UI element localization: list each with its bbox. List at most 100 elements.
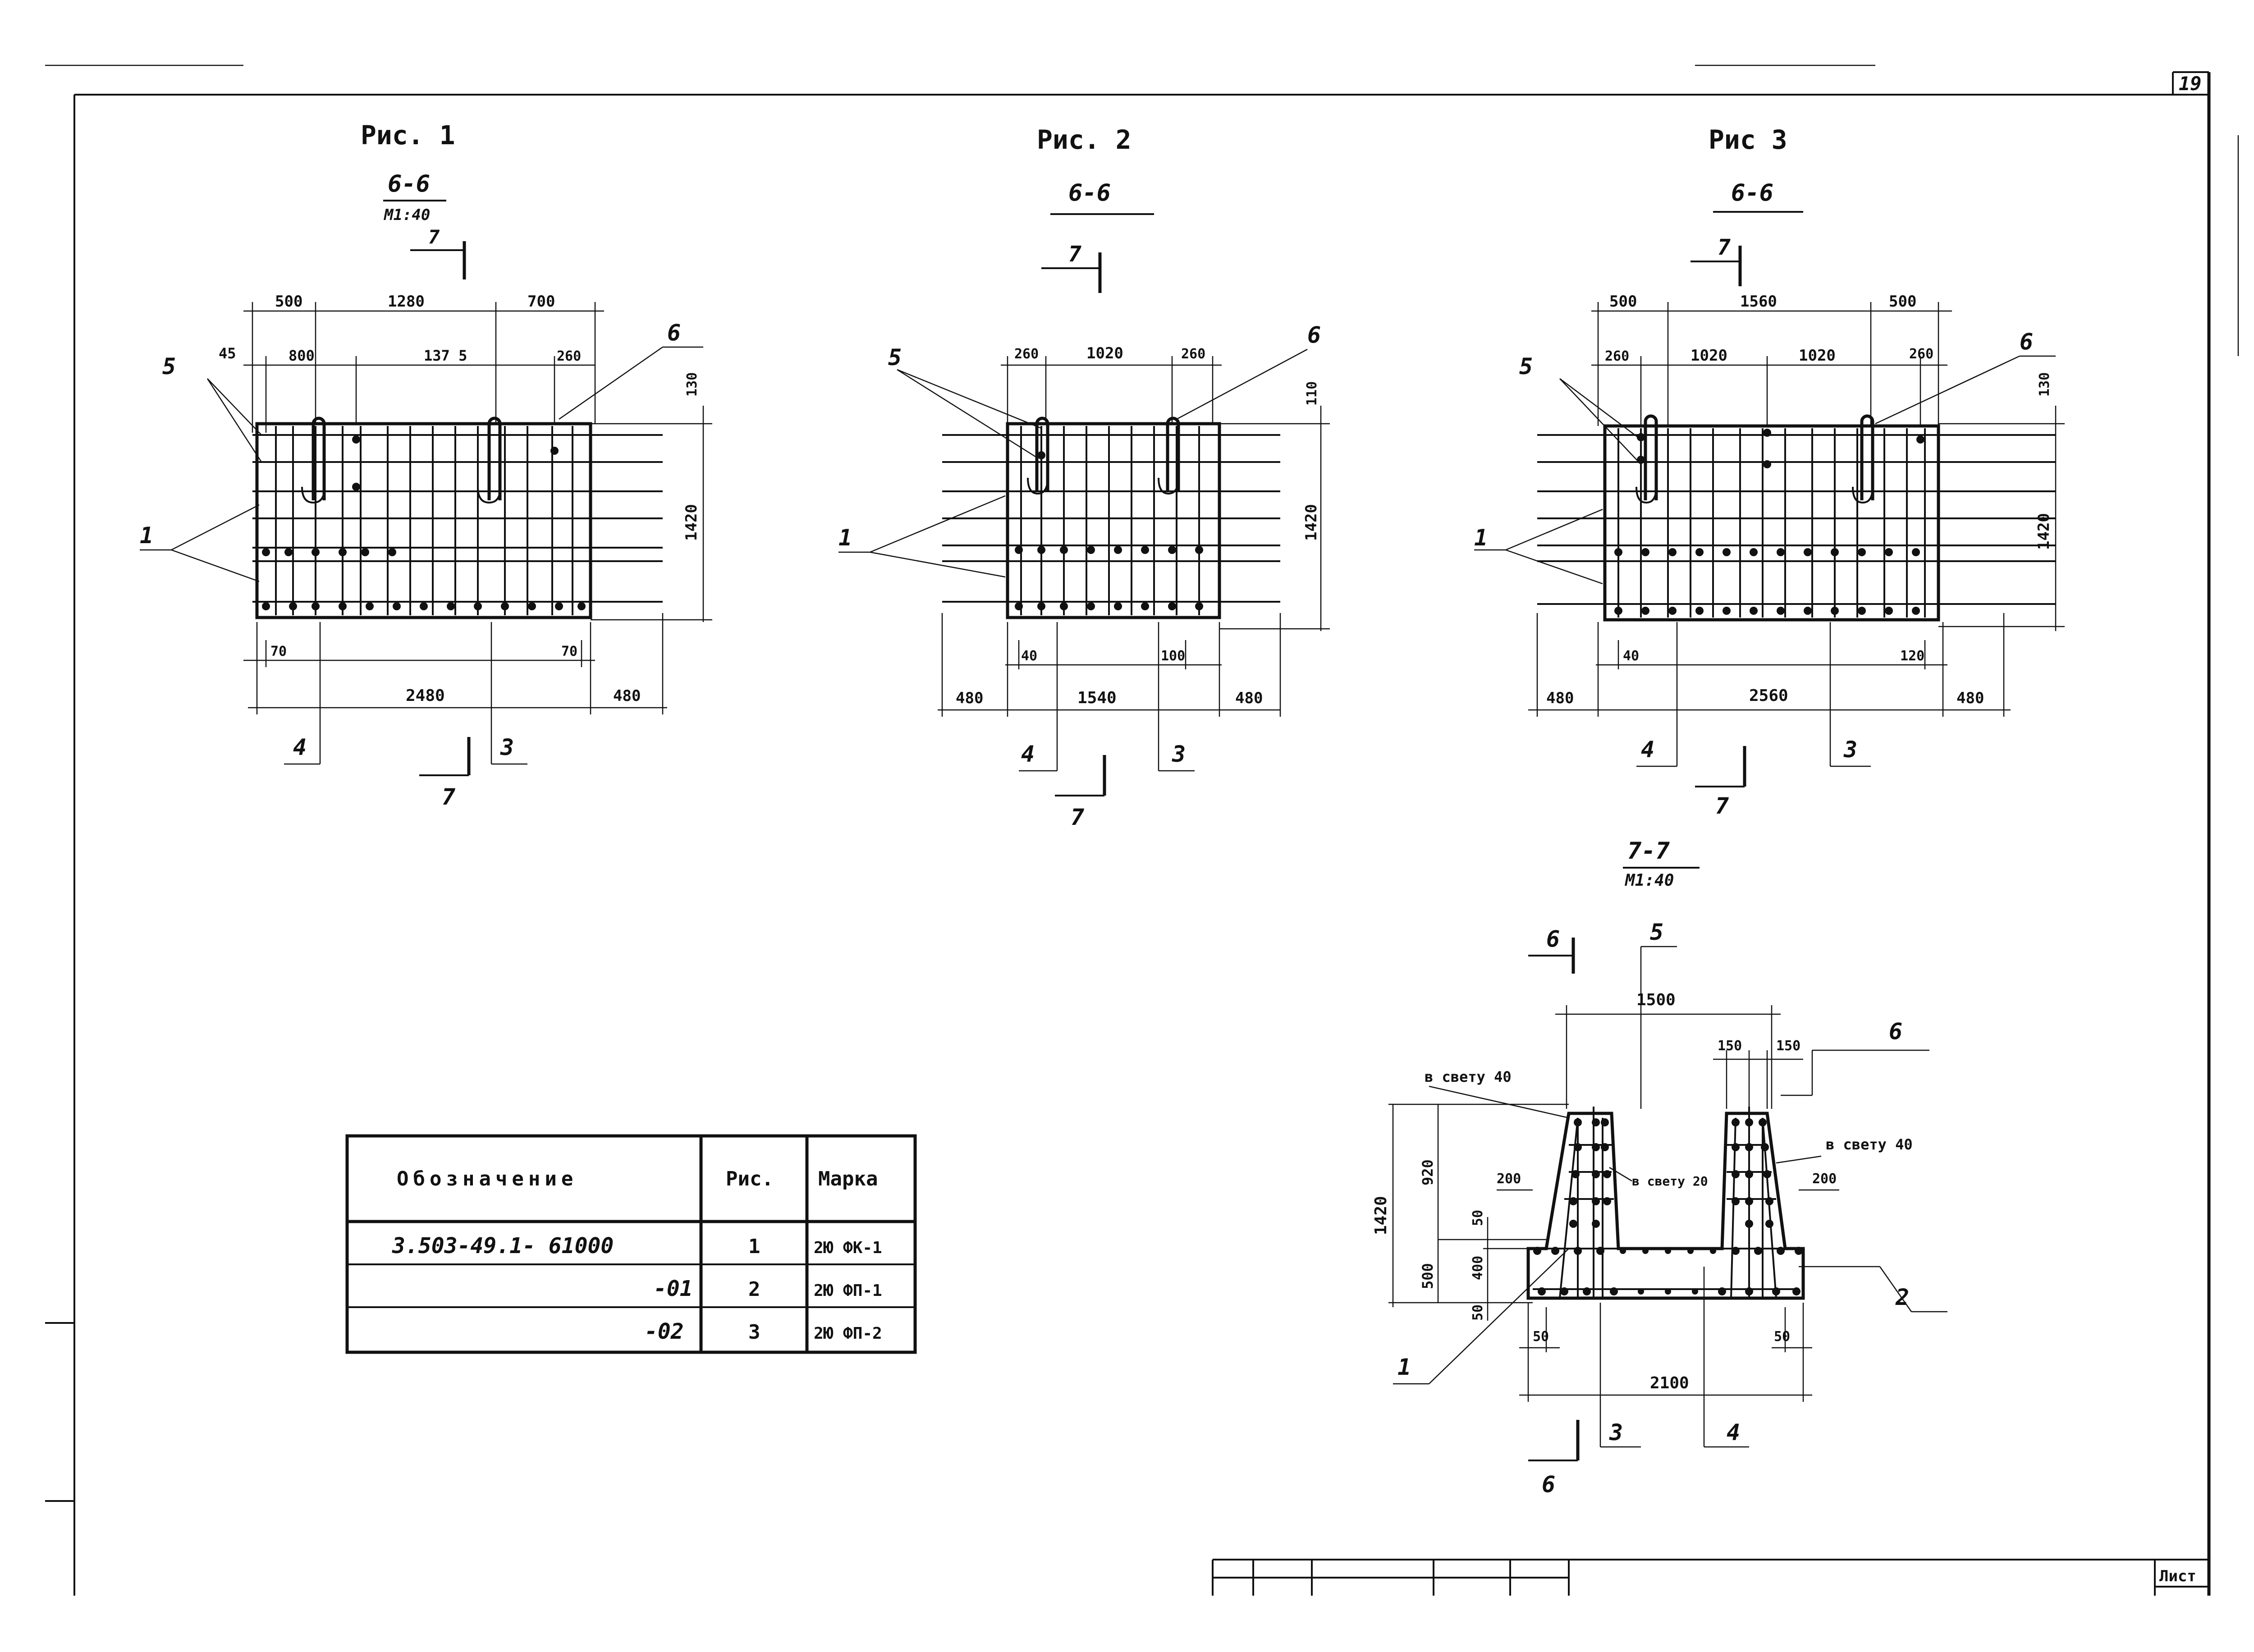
figure-1: Рис. 1 6-6 М1:40 7 — [140, 120, 712, 810]
table-header-fig: Рис. — [726, 1167, 774, 1190]
fig2-horizontal-bars — [942, 434, 1280, 603]
fig3-dim-extra-2: 480 — [1956, 689, 1984, 707]
fig3-dim-right-small: 130 — [2037, 372, 2052, 397]
fig3-cut-bottom: 7 — [1715, 793, 1729, 819]
s77-callout-6: 6 — [1889, 1018, 1902, 1044]
table-row1-fig: 1 — [748, 1235, 760, 1258]
figure-3: Рис 3 6-6 7 — [1474, 124, 2065, 819]
table-header-mark: Марка — [818, 1167, 878, 1190]
fig2-dim-right: 1420 — [1302, 504, 1320, 541]
fig3-dim-top-3: 500 — [1889, 293, 1916, 311]
s77-dim-bottom: 2100 — [1650, 1374, 1689, 1392]
figure-2: Рис. 2 6-6 7 — [838, 124, 1330, 830]
fig1-dim-right-small: 130 — [684, 372, 700, 397]
table-row2-mark: 2Ю ФП-1 — [814, 1281, 882, 1300]
fig2-title: Рис. 2 — [1037, 124, 1132, 155]
sheet-frame — [45, 64, 2239, 1596]
fig2-dim-right-small: 110 — [1304, 381, 1320, 406]
fig1-dim-top-1: 500 — [275, 293, 302, 311]
fig2-callout-3: 3 — [1172, 741, 1186, 767]
s77-callout-5: 5 — [1650, 919, 1663, 945]
fig2-callout-4: 4 — [1021, 741, 1035, 767]
fig1-callout-5: 5 — [162, 353, 176, 380]
s77-dim-bot-50-1: 50 — [1533, 1329, 1549, 1345]
s77-dim-150-1: 150 — [1718, 1038, 1742, 1054]
fig3-dim-sec-1: 260 — [1605, 348, 1629, 364]
s77-callout-1: 1 — [1397, 1354, 1411, 1380]
fig1-dim-top-3: 700 — [527, 293, 555, 311]
fig1-horizontal-bars — [252, 434, 663, 603]
fig3-callout-1: 1 — [1474, 525, 1488, 551]
fig2-callout-5: 5 — [888, 344, 902, 371]
fig2-dim-top-1: 260 — [1014, 346, 1039, 362]
table-row2-fig: 2 — [748, 1278, 760, 1301]
table-row3-mark: 2Ю ФП-2 — [814, 1324, 882, 1343]
fig3-dim-top-1: 500 — [1609, 293, 1637, 311]
fig3-title: Рис 3 — [1709, 124, 1787, 155]
table-row1-mark: 2Ю ФК-1 — [814, 1239, 882, 1257]
fig3-section: 6-6 — [1731, 179, 1773, 206]
fig1-dots — [262, 435, 586, 610]
fig3-dots — [1614, 429, 1924, 615]
fig2-callout-1: 1 — [838, 525, 852, 551]
s77-callout-4: 4 — [1727, 1419, 1740, 1446]
s77-callout-2: 2 — [1895, 1284, 1909, 1310]
fig2-dim-extra-2: 480 — [1235, 689, 1263, 707]
fig1-dim-sec-3: 137 5 — [424, 347, 467, 364]
s77-cut-bottom: 6 — [1542, 1471, 1555, 1497]
s77-callout-3: 3 — [1609, 1419, 1623, 1446]
s77-dim-left-400: 400 — [1470, 1256, 1486, 1280]
fig1-dim-sec-4: 260 — [557, 348, 581, 364]
table-row1-designation: 3.503-49.1- 61000 — [392, 1233, 614, 1258]
table-row3-fig: 3 — [748, 1321, 760, 1344]
s77-dim-150-2: 150 — [1776, 1038, 1800, 1054]
fig1-callout-1: 1 — [140, 522, 153, 549]
fig3-callout-5: 5 — [1519, 353, 1533, 380]
s77-note-left: в свету 40 — [1425, 1068, 1512, 1085]
fig1-scale: М1:40 — [384, 206, 430, 224]
fig3-horizontal-bars — [1537, 434, 2056, 605]
fig3-cut-top: 7 — [1718, 235, 1731, 260]
fig2-dim-top-2: 1020 — [1086, 344, 1123, 362]
fig3-dim-sec-3: 1020 — [1799, 347, 1836, 365]
title-block — [1212, 1559, 2209, 1596]
fig1-section: 6-6 — [388, 170, 430, 197]
marks-table: Обозначение Рис. Марка 3.503-49.1- 61000… — [345, 1134, 917, 1354]
s77-dim-left-50-top: 50 — [1470, 1210, 1486, 1226]
fig1-dim-right: 1420 — [683, 504, 701, 541]
fig2-callout-6: 6 — [1307, 322, 1321, 348]
s77-dim-left-500: 500 — [1419, 1263, 1436, 1289]
fig2-cut-top: 7 — [1068, 242, 1081, 267]
table-row3-designation: -02 — [645, 1319, 684, 1344]
sheet-label: Лист — [2159, 1567, 2196, 1585]
fig1-callout-4: 4 — [293, 734, 307, 760]
fig2-dim-top-3: 260 — [1181, 346, 1205, 362]
fig1-callout-6: 6 — [667, 320, 681, 346]
section-7-7: 7-7 М1:40 6 — [1372, 837, 1947, 1497]
fig3-dim-bot-small-1: 40 — [1623, 648, 1639, 664]
s77-dim-bot-50-2: 50 — [1774, 1329, 1790, 1345]
fig1-dim-extra: 480 — [613, 687, 641, 705]
fig3-callout-6: 6 — [2020, 329, 2033, 355]
fig3-dim-sec-2: 1020 — [1690, 347, 1727, 365]
s77-dim-200-right: 200 — [1812, 1171, 1837, 1187]
fig2-dim-bot-small-2: 100 — [1161, 648, 1185, 664]
fig2-dim-bot-small-1: 40 — [1021, 648, 1037, 664]
fig1-vertical-bars — [275, 426, 573, 615]
s77-note-right: в свету 40 — [1826, 1136, 1913, 1153]
s77-dim-200-left: 200 — [1497, 1171, 1521, 1187]
fig3-vertical-bars — [1617, 428, 1926, 618]
table-header-designation: Обозначение — [397, 1167, 577, 1190]
s77-cut-top: 6 — [1546, 926, 1560, 952]
fig3-dim-sec-4: 260 — [1909, 346, 1933, 362]
s77-dim-left-1420: 1420 — [1372, 1196, 1390, 1235]
fig3-dim-extra-1: 480 — [1546, 689, 1574, 707]
fig2-section: 6-6 — [1068, 179, 1111, 206]
table-row2-designation: -01 — [654, 1276, 693, 1301]
fig1-dim-sec-1: 45 — [219, 345, 236, 362]
s77-scale: М1:40 — [1625, 871, 1674, 890]
fig2-cut-bottom: 7 — [1071, 804, 1084, 830]
fig1-dim-top-2: 1280 — [388, 293, 425, 311]
fig1-callout-3: 3 — [500, 734, 514, 760]
s77-note-center: в свету 20 — [1632, 1174, 1708, 1189]
